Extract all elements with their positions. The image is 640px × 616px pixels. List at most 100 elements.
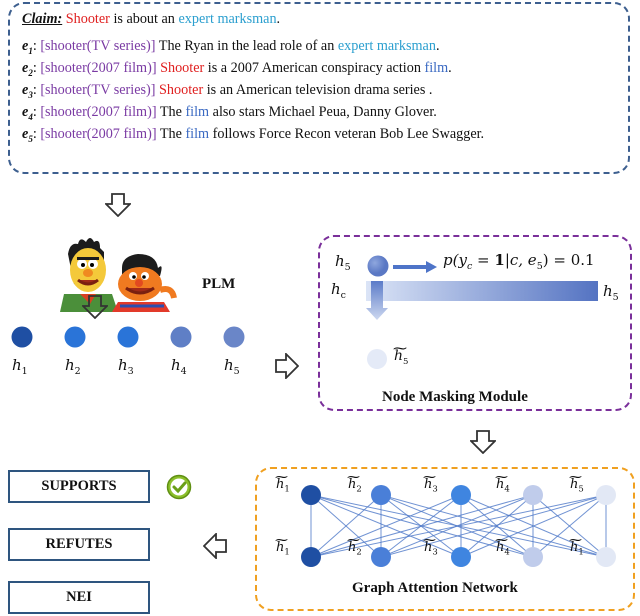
evidence-id: e5 (22, 126, 33, 144)
claim-line: Claim: Shooter is about an expert marksm… (22, 10, 280, 28)
down-arrow-icon (105, 193, 131, 217)
text-fragment: is an American television drama series . (203, 82, 433, 98)
text-fragment: also stars Michael Peua, Danny Glover. (209, 104, 437, 120)
plm-node (64, 326, 86, 348)
gat-title: Graph Attention Network (352, 580, 518, 596)
text-fragment: [shooter(2007 film)] (40, 104, 157, 120)
gat-bottom-node (523, 547, 543, 567)
node-masking-module-box (318, 235, 632, 411)
plm-node-circle (11, 326, 33, 348)
gat-edge (310, 494, 534, 558)
evidence-line: e1: [shooter(TV series)] The Ryan in the… (22, 38, 440, 56)
text-fragment: is a 2007 American conspiracy action (204, 60, 425, 76)
plm-node-circle (117, 326, 139, 348)
gat-edge (532, 494, 607, 558)
plm-node-label: h4 (171, 356, 187, 377)
plm-node (223, 326, 245, 348)
text-fragment: [shooter(TV series)] (40, 82, 156, 98)
text-fragment: is about an (109, 11, 179, 27)
gat-node-label: ⁓h2 (347, 533, 362, 558)
nmm-probability: p(yc = 1|c, e5) = 0.1 (443, 251, 595, 272)
gat-node-label: ⁓h3 (423, 470, 438, 495)
text-fragment: film (185, 104, 210, 120)
plm-node-label: h1 (12, 356, 28, 377)
gat-top-node (451, 485, 471, 505)
nei-label: NEI (8, 581, 150, 614)
gat-node-label: ⁓h1 (569, 533, 584, 558)
nmm-h5-end-label: h5 (603, 282, 619, 303)
nmm-h5-node (367, 255, 389, 277)
refutes-label: REFUTES (8, 528, 150, 561)
graph-attention-network-box (255, 467, 635, 611)
gat-top-node (596, 485, 616, 505)
evidence-line: e2: [shooter(2007 film)] Shooter is a 20… (22, 60, 452, 78)
text-fragment: . (435, 38, 440, 54)
plm-muppets-icon (60, 238, 177, 312)
nmm-title: Node Masking Module (382, 389, 528, 405)
gat-edge (380, 494, 607, 558)
gat-top-node (523, 485, 543, 505)
text-fragment: Shooter (160, 60, 205, 76)
claim-text: Shooter is about an expert marksman. (66, 11, 280, 27)
plm-node-circle (170, 326, 192, 348)
supports-label: SUPPORTS (8, 470, 150, 503)
nmm-gradient-bar (366, 281, 598, 320)
text-fragment: . (276, 11, 281, 27)
nmm-h5-label: h5 (335, 252, 351, 273)
check-icon (166, 474, 192, 500)
plm-node (170, 326, 192, 348)
nmm-hc-label: hc (331, 280, 346, 301)
text-fragment: expert marksman (337, 38, 436, 54)
gat-edge (310, 494, 607, 558)
gat-bottom-node (371, 547, 391, 567)
text-fragment: follows Force Recon veteran Bob Lee Swag… (209, 126, 485, 142)
claim-evidence-box: Claim: Shooter is about an expert marksm… (8, 2, 630, 174)
text-fragment: [shooter(2007 film)] (40, 60, 157, 76)
down-arrow-icon (470, 430, 496, 454)
text-fragment: Shooter (65, 11, 110, 27)
plm-node-circle (64, 326, 86, 348)
gat-node-label: ⁓h1 (275, 533, 290, 558)
evidence-id: e3 (22, 82, 33, 100)
gat-bottom-node (301, 547, 321, 567)
text-fragment: [shooter(TV series)] (40, 38, 156, 54)
text-fragment: . (448, 60, 452, 76)
evidence-id: e4 (22, 104, 33, 122)
gat-top-node (371, 485, 391, 505)
plm-node-label: h3 (118, 356, 134, 377)
text-fragment: [shooter(2007 film)] (40, 126, 157, 142)
evidence-line: e5: [shooter(2007 film)] The film follow… (22, 126, 485, 144)
gat-top-node (301, 485, 321, 505)
gat-node-label: ⁓h3 (423, 533, 438, 558)
gat-edge (310, 494, 462, 558)
right-arrow-icon (275, 353, 299, 379)
gat-edge (310, 494, 382, 558)
nmm-right-arrow-icon (393, 261, 437, 273)
nmm-h5-tilde-label: ⁓h5 (393, 341, 409, 367)
text-fragment: The (156, 104, 186, 120)
gat-graph (301, 485, 616, 567)
text-fragment: The (156, 126, 186, 142)
text-fragment: The Ryan in the lead role of an (155, 38, 338, 54)
gat-edge (460, 494, 607, 558)
plm-node-label: h2 (65, 356, 81, 377)
plm-node-label: h5 (224, 356, 240, 377)
plm-node (117, 326, 139, 348)
left-arrow-icon (203, 533, 227, 559)
gat-node-label: ⁓h1 (275, 470, 290, 495)
gat-node-label: ⁓h4 (495, 533, 510, 558)
plm-node (11, 326, 33, 348)
down-arrow-icon (82, 295, 108, 319)
gat-node-label: ⁓h4 (495, 470, 510, 495)
claim-label: Claim: (22, 11, 63, 27)
text-fragment: expert marksman (178, 11, 277, 27)
nmm-masked-node (367, 349, 387, 369)
text-fragment: Shooter (159, 82, 204, 98)
evidence-line: e4: [shooter(2007 film)] The film also s… (22, 104, 437, 122)
evidence-id: e2 (22, 60, 33, 78)
plm-node-circle (223, 326, 245, 348)
gat-node-label: ⁓h2 (347, 470, 362, 495)
gat-bottom-node (451, 547, 471, 567)
plm-label: PLM (202, 276, 236, 292)
gat-edge (460, 494, 534, 558)
